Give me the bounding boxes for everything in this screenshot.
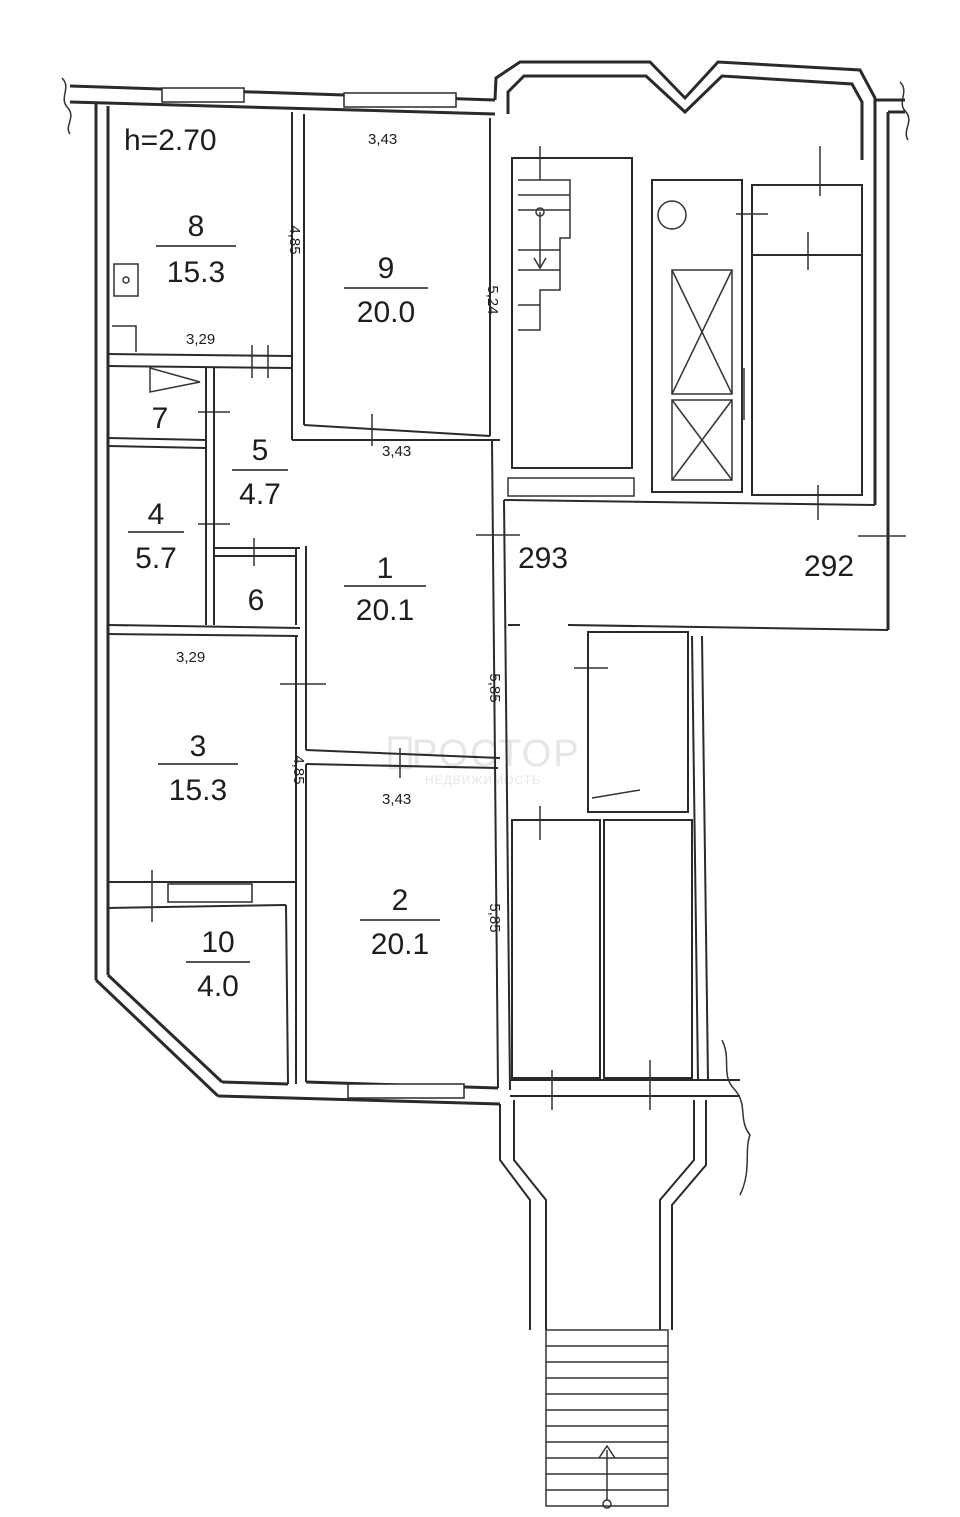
room-3-area: 15.3 [169,774,227,807]
room-2: 2 20.1 [360,884,440,961]
dimension-room-3-width: 3,29 [176,649,205,666]
room-2-number: 2 [392,884,409,917]
room-8: 8 15.3 [156,210,236,289]
wall-niche [112,325,137,352]
break-line-right [899,81,910,141]
room-4: 4 5.7 [128,498,184,575]
dimension-room-3-length: 4,85 [290,755,307,784]
room-3-number: 3 [190,730,207,763]
dimension-room-8-width: 3,29 [186,331,215,348]
sink-fixture [113,263,139,297]
watermark: РОСТОР НЕДВИЖИМОСТЬ [388,733,579,787]
exterior-walls [69,60,905,1106]
room-10-number: 10 [201,926,234,959]
room-1: 1 20.1 [344,552,426,627]
door-markers [151,146,906,1110]
room-1-number: 1 [377,552,394,585]
entrance-stairs [546,1345,668,1509]
room-4-number: 4 [148,498,165,531]
dimension-room-8-length: 4,85 [286,225,303,254]
watermark-subtitle: НЕДВИЖИМОСТЬ [425,773,541,787]
common-area [499,157,889,1509]
room-10-area: 4.0 [197,970,239,1003]
ceiling-height-label: h=2.70 [124,124,217,157]
room-9-area: 20.0 [357,296,415,329]
room-8-number: 8 [188,210,205,243]
dimension-room-9-length: 5,24 [484,285,501,314]
dimension-room-9-top: 3,43 [368,131,397,148]
room-8-area: 15.3 [167,256,225,289]
room-1-area: 20.1 [356,594,414,627]
room-4-area: 5.7 [135,542,177,575]
room-9-number: 9 [378,252,395,285]
room-6-number: 6 [248,584,265,617]
room-7-number: 7 [152,402,169,435]
room-3: 3 15.3 [158,730,238,807]
apartment-number-292: 292 [804,550,854,583]
room-5-area: 4.7 [239,478,281,511]
room-2-area: 20.1 [371,928,429,961]
closet-door-swing [149,367,201,393]
dimension-room-1-length: 5,85 [486,673,503,702]
dimension-room-9-bottom: 3,43 [382,443,411,460]
dimension-room-2-length: 5,85 [486,903,503,932]
room-7: 7 [152,402,169,435]
apartment-number-293: 293 [518,542,568,575]
room-6: 6 [248,584,265,617]
break-line-left [61,77,72,135]
room-5: 5 4.7 [232,434,288,511]
dimension-room-2-width: 3,43 [382,791,411,808]
interior-walls [107,112,511,1091]
room-5-number: 5 [252,434,269,467]
room-10: 10 4.0 [186,926,250,1003]
room-9: 9 20.0 [344,252,428,329]
